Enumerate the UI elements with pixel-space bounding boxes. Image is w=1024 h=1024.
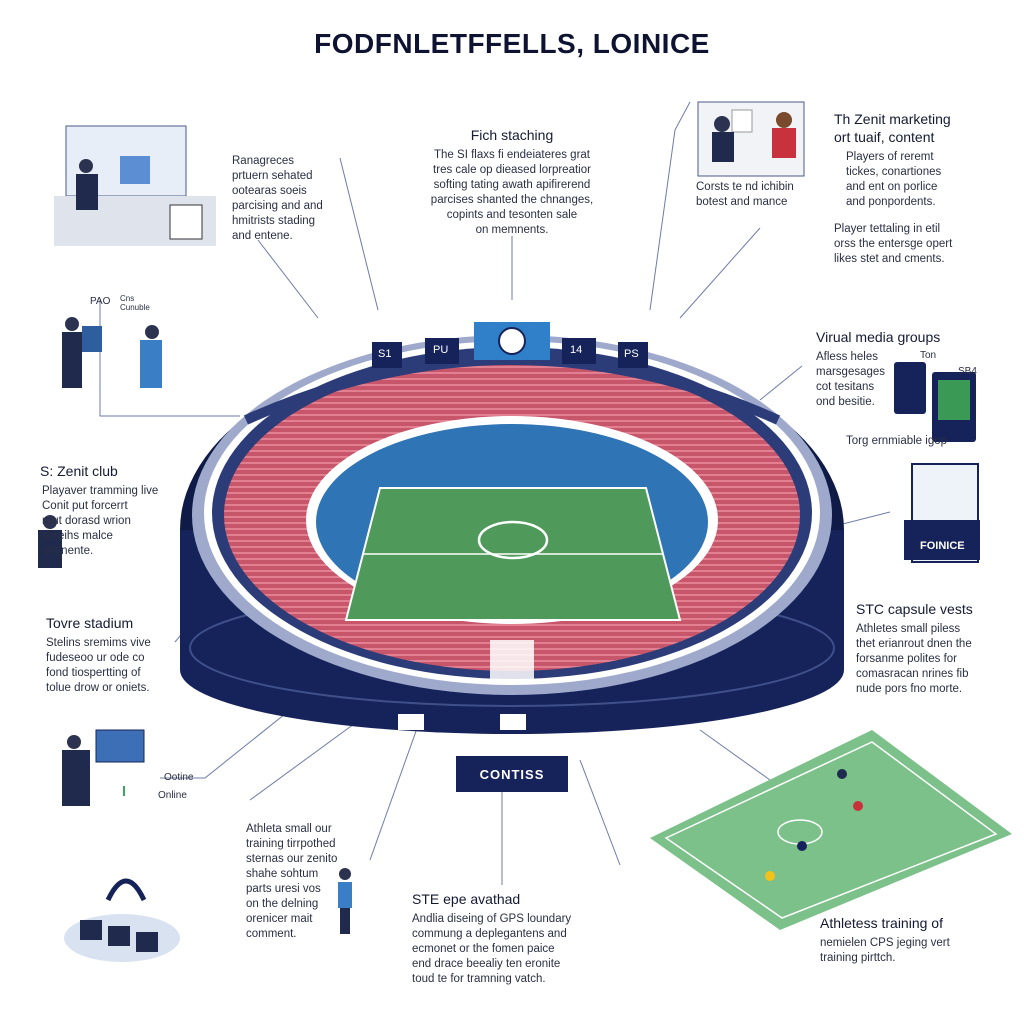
leader-line bbox=[160, 701, 301, 779]
leader-line bbox=[679, 227, 761, 319]
management-text: Ranagreces prtuern sehated ootearas soei… bbox=[232, 155, 323, 242]
pitch-text: The SI flaxs fi endeiateres grat tres ca… bbox=[430, 149, 594, 236]
media-caption: Torg ernmiable igop bbox=[846, 435, 948, 447]
club-heading: S: Zenit club bbox=[40, 463, 118, 479]
marketing-bullet: and ponpordents. bbox=[846, 196, 936, 208]
stadium-bowl bbox=[180, 322, 844, 734]
player bbox=[797, 841, 807, 851]
scoreboard-label: PS bbox=[624, 348, 639, 360]
scoreboard-label: PU bbox=[433, 344, 449, 356]
marketing-bullet: and ent on porlice bbox=[846, 181, 938, 193]
epe-annotation: STE epe avathad Andlia diseing of GPS lo… bbox=[412, 890, 612, 987]
lounge-illustration bbox=[64, 878, 180, 962]
leader-line bbox=[759, 365, 803, 401]
training-annotation: Athletess training of nemielen CPS jegin… bbox=[820, 914, 1000, 966]
management-desk-illustration bbox=[54, 125, 216, 246]
marketing-annotation: Th Zenit marketing ort tuaif, content Pl… bbox=[834, 110, 1004, 267]
management-annotation: Ranagreces prtuern sehated ootearas soei… bbox=[232, 154, 362, 244]
athlete-annotation: Athleta small our training tirrpothed st… bbox=[246, 822, 376, 942]
gps-annotation: STC capsule vests Athletes small piless … bbox=[856, 600, 1006, 697]
scoreboard-label: S1 bbox=[378, 348, 392, 360]
training-text: nemielen CPS jeging vert training pirttc… bbox=[820, 937, 950, 964]
media-label: Ton bbox=[920, 350, 937, 361]
leader-line bbox=[649, 101, 691, 311]
club-text: Playaver tramming live Conit put forcerr… bbox=[42, 485, 159, 557]
athlete-illustration bbox=[338, 868, 352, 934]
scoreboard-label: 14 bbox=[570, 344, 583, 356]
marketing-text: Player tettaling in etil orss the enters… bbox=[834, 223, 953, 265]
leader-line bbox=[257, 239, 319, 319]
stadium-heading: Tovre stadium bbox=[46, 615, 134, 631]
online-label: Online bbox=[158, 790, 187, 801]
pitch-annotation: Fich staching The SI flaxs fi endeiatere… bbox=[412, 126, 612, 238]
coaching-illustration bbox=[62, 317, 162, 388]
player bbox=[853, 801, 863, 811]
scoreboard bbox=[425, 338, 459, 364]
broadcast-annotation: Corsts te nd ichibin botest and mance bbox=[696, 180, 816, 210]
club-presenter-illustration bbox=[38, 515, 62, 568]
pitch-heading: Fich staching bbox=[470, 127, 554, 143]
leader-line bbox=[579, 759, 621, 866]
analytics-desk-illustration bbox=[62, 729, 145, 806]
media-label: SB4 bbox=[958, 366, 977, 377]
gps-text: Athletes small piless thet erianrout dne… bbox=[856, 623, 972, 695]
broadcast-illustration bbox=[697, 101, 805, 177]
player bbox=[837, 769, 847, 779]
gps-heading: STC capsule vests bbox=[856, 601, 973, 617]
page-title: FODFNLETFFELLS, LOINICE bbox=[314, 28, 710, 59]
training-heading: Athletess training of bbox=[820, 915, 943, 931]
coaching-label: PAO bbox=[90, 296, 111, 307]
scoreboard bbox=[618, 342, 648, 368]
scoreboard bbox=[562, 338, 596, 364]
online-label: Ootine bbox=[164, 772, 194, 783]
player bbox=[765, 871, 775, 881]
media-text: Afless heles marsgesages cot tesitans on… bbox=[816, 351, 886, 408]
broadcast-text: Corsts te nd ichibin botest and mance bbox=[696, 181, 794, 208]
training-pitch-illustration bbox=[650, 730, 1012, 930]
scoreboard bbox=[372, 342, 402, 368]
stadium-entrance-sign: CONTISS bbox=[456, 756, 568, 792]
analytics-monitor-illustration bbox=[904, 463, 980, 563]
stadium-annotation: Tovre stadium Stelins sremims vive fudes… bbox=[46, 614, 196, 696]
epe-text: Andlia diseing of GPS loundary commung a… bbox=[412, 913, 572, 985]
marketing-heading: Th Zenit marketing ort tuaif, content bbox=[834, 111, 951, 145]
epe-heading: STE epe avathad bbox=[412, 891, 521, 907]
leader-line bbox=[369, 719, 421, 861]
club-annotation: S: Zenit club Playaver tramming live Con… bbox=[40, 462, 190, 559]
stadium-text: Stelins sremims vive fudeseoo ur ode co … bbox=[46, 637, 151, 694]
leader-line bbox=[99, 300, 240, 417]
marketing-bullet: Players of reremt tickes, conartiones bbox=[846, 151, 942, 178]
analytics-banner: FOINICE bbox=[920, 540, 965, 552]
media-phones-illustration bbox=[894, 362, 976, 442]
coaching-label: Cns Cunuble bbox=[120, 294, 150, 312]
leader-lines bbox=[99, 101, 891, 885]
athlete-text: Athleta small our training tirrpothed st… bbox=[246, 823, 338, 940]
centre-circle bbox=[477, 520, 549, 560]
media-annotation: Virual media groups Afless heles marsges… bbox=[816, 328, 986, 410]
leader-line bbox=[699, 729, 771, 781]
media-heading: Virual media groups bbox=[816, 329, 941, 345]
leader-line bbox=[339, 157, 379, 311]
